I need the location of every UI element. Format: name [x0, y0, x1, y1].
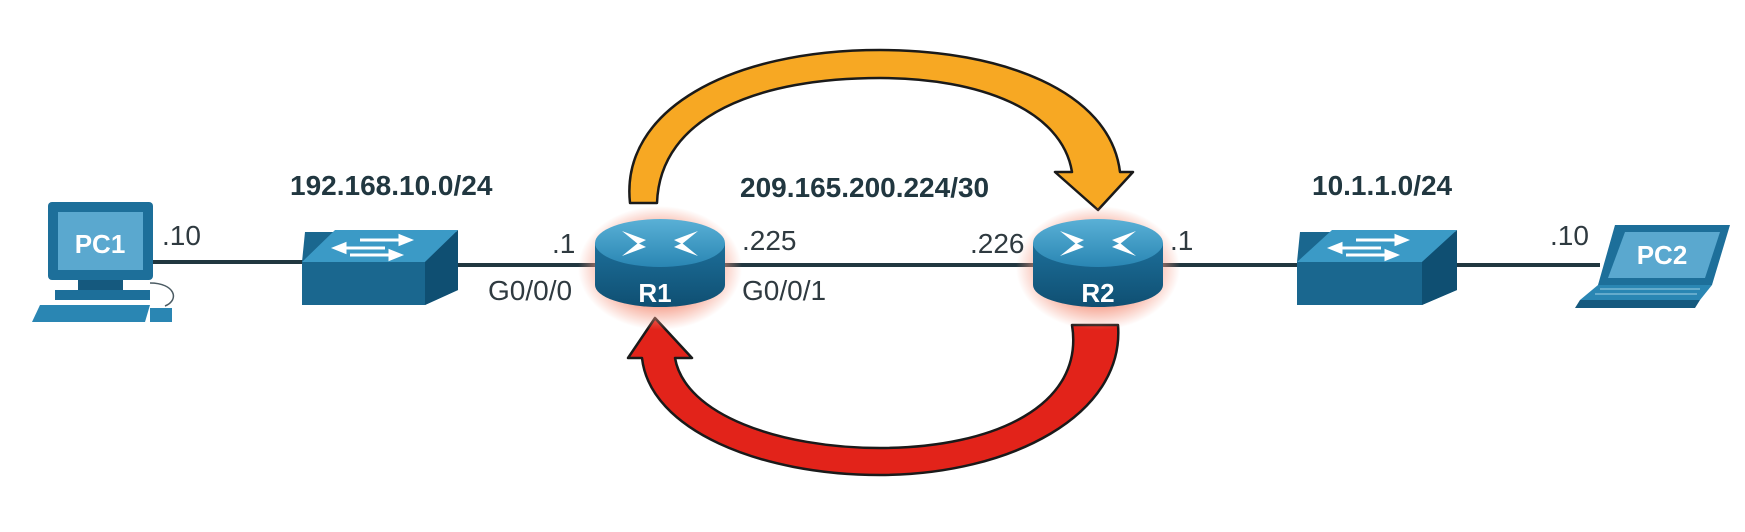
pc1-icon[interactable]: PC1: [32, 202, 175, 322]
pc1-label: PC1: [75, 229, 126, 259]
pc2-icon[interactable]: PC2: [1575, 225, 1730, 308]
r2-label: R2: [1081, 278, 1114, 308]
network-label-right: 10.1.1.0/24: [1312, 170, 1453, 201]
arrow-r1-to-r2: [628, 48, 1135, 212]
r1-wan-interface: G0/0/1: [742, 275, 826, 306]
r1-g001-address: .225: [742, 225, 797, 256]
r2-wan-address: .226: [970, 228, 1025, 259]
pc2-label: PC2: [1637, 240, 1688, 270]
router-r1[interactable]: R1: [578, 206, 742, 330]
network-label-middle: 209.165.200.224/30: [740, 172, 989, 203]
router-r2[interactable]: R2: [1016, 206, 1180, 330]
pc2-address: .10: [1550, 220, 1589, 251]
r1-lan-interface: G0/0/0: [488, 275, 572, 306]
switch1-icon[interactable]: [302, 230, 458, 305]
pc1-address: .10: [162, 220, 201, 251]
r1-label: R1: [638, 278, 671, 308]
r1-g000-address: .1: [552, 228, 575, 259]
arrow-r2-to-r1: [626, 316, 1120, 477]
switch2-icon[interactable]: [1297, 230, 1457, 305]
links: [150, 260, 1600, 267]
r2-lan-address: .1: [1170, 225, 1193, 256]
network-label-left: 192.168.10.0/24: [290, 170, 493, 201]
